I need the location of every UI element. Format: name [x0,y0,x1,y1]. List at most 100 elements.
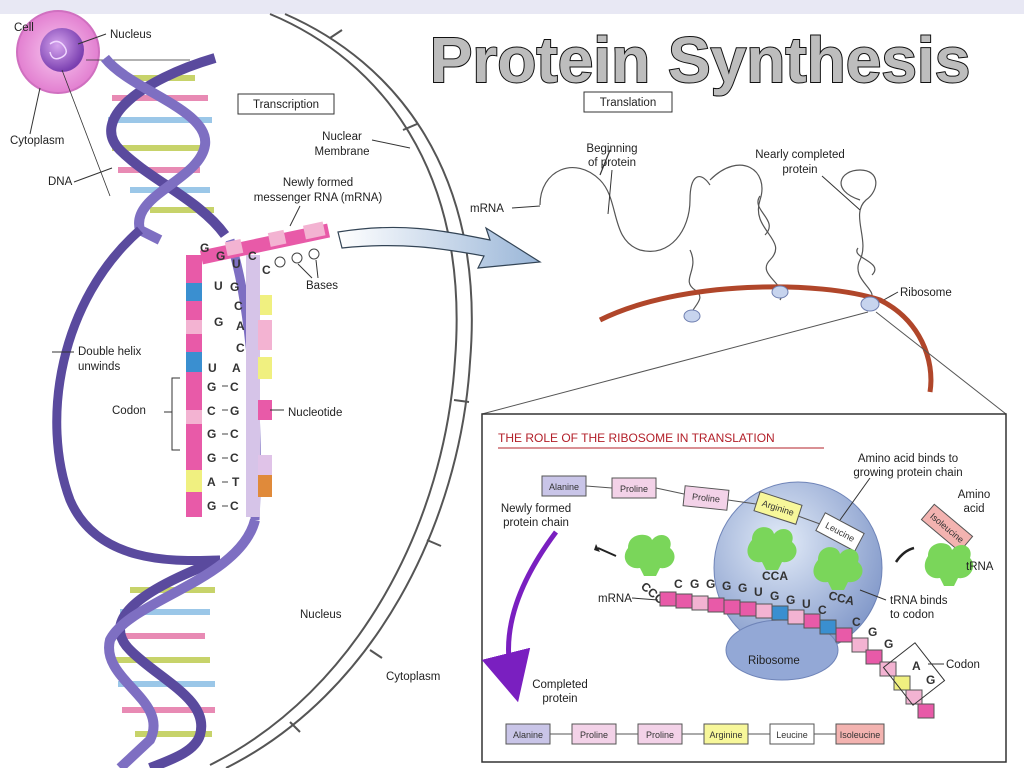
mrna-seq: G [690,577,699,591]
mrna-seq: G [738,581,747,595]
amino-acid-label-2: acid [963,503,984,515]
mrna-strip-detail [659,591,935,719]
mrna-base: U [214,279,223,293]
ribosome-role-heading: THE ROLE OF THE RIBOSOME IN TRANSLATION [498,431,775,445]
dna-helix [52,53,261,768]
mrna-base: G [207,427,216,441]
dna-base: C [230,499,239,513]
beginning-pointer [607,169,613,215]
trna-binds-label-2: to codon [890,609,934,621]
amino-acid-label-1: Amino [958,489,991,501]
mrna-seq: C [674,577,683,591]
nucleus-label: Nucleus [110,29,152,41]
trna-exit-arrowhead [594,544,600,552]
mrna-pointer-translation [511,205,541,209]
final-chain-label: Leucine [776,730,808,740]
amino-binds-label-1: Amino acid binds to [858,453,958,465]
nearly-completed-label-1: Nearly completed [755,149,844,161]
dna-base: C [230,451,239,465]
page-title: Protein Synthesis [430,24,971,96]
nuclear-membrane-label-1: Nuclear [322,131,362,143]
newly-formed-chain-label-1: Newly formed [501,503,571,515]
trna-binds-label-1: tRNA binds [890,595,948,607]
trna-binds-pointer [859,589,887,601]
svg-text:C: C [262,263,271,277]
ribosome-label-translation: Ribosome [900,287,952,299]
mrna-base: G [207,499,216,513]
mrna-label-translation: mRNA [470,203,504,215]
amino-binds-pointer [839,477,871,521]
mrna-seq: G [926,673,935,687]
dna-base: G [230,280,239,294]
chain-box-label: Proline [620,484,648,494]
nucleotide-label: Nucleotide [288,407,342,419]
codon-bracket [164,377,180,451]
dna-base: C [236,341,245,355]
newly-formed-mrna-pointer [289,205,301,227]
top-border [0,0,1024,14]
trna-entry-arrow [894,546,915,563]
mrna-base: G [214,315,223,329]
dna-base: C [230,380,239,394]
mrna-seq: G [786,593,795,607]
nearly-completed-label-2: protein [782,164,817,176]
nuclear-membrane-pointer [371,139,411,149]
chain-box-label: Proline [692,492,721,505]
completed-protein-label-1: Completed [532,679,588,691]
mrna-seq: U [754,585,763,599]
mrna-base: A [207,475,216,489]
cytoplasm-label: Cytoplasm [10,135,64,147]
chain-box-label: Alanine [549,482,579,492]
final-chain-label: Alanine [513,730,543,740]
beginning-label-1: Beginning [586,143,637,155]
trna-anticodon-mid2: CCA [827,588,856,608]
zoom-line-right [875,311,1007,415]
mrna-seq: C [852,615,861,629]
dna-label: DNA [48,176,73,188]
mrna-pointer-detail [631,597,659,601]
mrna-seq: C [818,603,827,617]
dna-base: C [234,299,243,313]
dna-base: A [232,361,241,375]
dna-base: T [232,475,240,489]
codon-label-detail: Codon [946,659,980,671]
trna-molecules [624,527,974,590]
transcription-to-translation-arrow [337,226,542,269]
amino-chain [541,475,865,552]
trna-label: tRNA [966,561,994,573]
completed-protein-arrow [481,530,559,703]
dna-base: A [236,319,245,333]
mrna-seq: G [706,577,715,591]
translation-heading-box [583,91,673,113]
cytoplasm-pointer [29,87,41,135]
cell-icon [16,10,100,94]
codon-box [882,642,946,706]
codon-label: Codon [112,405,146,417]
newly-formed-chain-label-2: protein chain [503,517,569,529]
cell-label: Cell [14,22,34,34]
mrna-seq: G [770,589,779,603]
dna-base-letters: G C A C A C G C C T C [230,280,245,513]
transcription-heading: Transcription [253,99,319,111]
mrna-base: C [207,404,216,418]
final-chain-label: Proline [646,730,674,740]
nucleus-region-label: Nucleus [300,609,342,621]
double-helix-label-2: unwinds [78,361,120,373]
svg-text:G: G [200,241,209,255]
mrna-base-letters: U G U G C G G A G [207,279,223,513]
trna-anticodon-mid1: CCA [762,569,788,583]
mrna-seq: A [912,659,921,673]
mrna-seq: G [868,625,877,639]
transcription-heading-box [237,93,335,115]
newly-formed-mrna-label-2: messenger RNA (mRNA) [254,192,383,204]
translation-heading: Translation [600,97,656,109]
mrna-seq: G [722,579,731,593]
completed-protein-label-2: protein [542,693,577,705]
final-chain-label: Arginine [709,730,742,740]
bases-pointer-1 [297,263,313,279]
bases-pointer-2 [315,259,319,279]
cell-guide-1 [61,69,111,197]
bases-label: Bases [306,280,338,292]
trna-exit-arrow [597,547,617,557]
svg-text:U: U [232,257,241,271]
